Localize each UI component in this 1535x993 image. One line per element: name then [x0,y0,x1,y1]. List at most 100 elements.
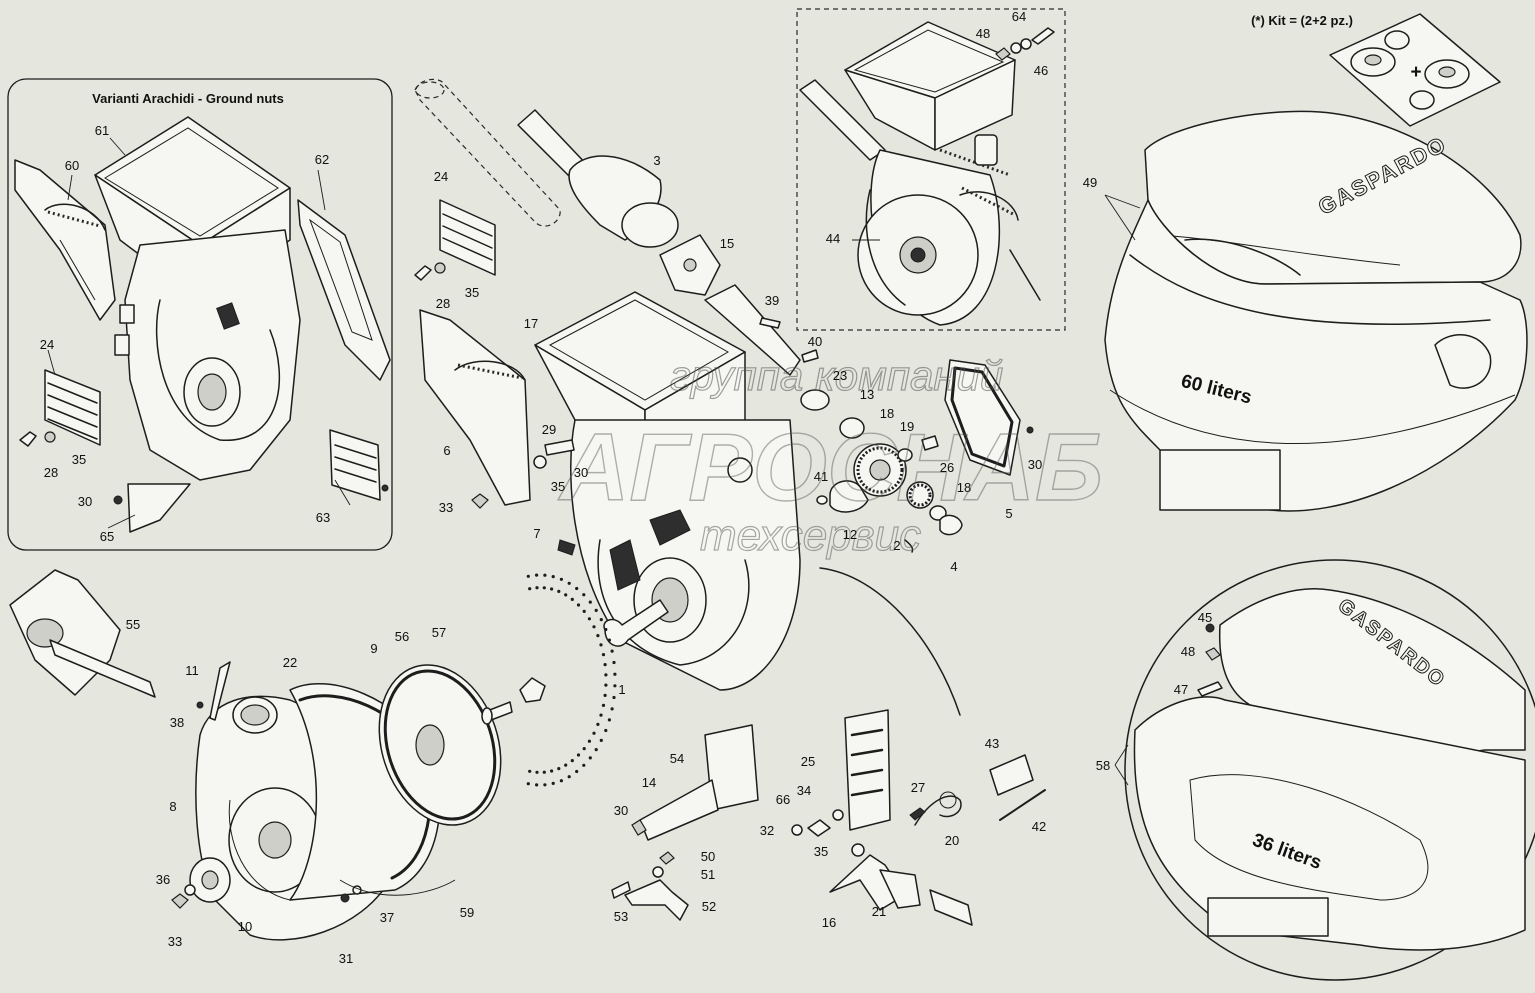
seed-hole [604,627,608,632]
washer-34 [832,809,844,821]
label-55: 55 [126,617,140,632]
seed-hole [570,597,574,602]
screw-45 [1205,623,1215,633]
seed-hole [613,684,617,688]
label-11: 11 [185,663,199,678]
seed-hole [592,731,596,735]
inset-housing [124,229,301,481]
label-45: 45 [1198,610,1212,625]
washer-18 [929,505,947,521]
watermark-line2: АГРОСНАБ [558,414,1103,521]
seed-hole [594,608,598,613]
label-47: 47 [1174,682,1188,697]
label-2: 2 [893,538,900,553]
seed-hole [582,609,586,614]
seed-hole [599,713,603,717]
seed-hole [576,603,581,607]
washer-46a [1010,42,1022,54]
seed-hole [570,759,574,763]
bolt-21 [929,889,973,926]
inset-panel-62 [297,199,391,381]
seed-hole [601,703,606,708]
label-26: 26 [940,460,954,475]
hopper-36-lid [1218,588,1526,754]
seed-hole [567,581,571,585]
screw-53 [611,881,631,899]
seed-hole [596,634,600,638]
seed-hole [567,775,571,779]
gear-small-5 [906,481,934,509]
seed-hole [528,587,532,591]
label-34: 34 [797,783,811,798]
bolt-64 [1031,27,1055,45]
seed-disc-dotted [526,573,617,787]
inset-frame [7,78,393,551]
seed-hole [535,586,539,590]
label-35-inset: 35 [72,452,86,467]
pin-11 [209,661,231,721]
ground-nuts-inset: Varianti Arachidi - Ground nuts [7,78,393,551]
seed-hole [557,767,561,771]
label-52: 52 [702,899,716,914]
label-21: 21 [872,904,886,919]
seed-hole [559,577,564,581]
label-33b: 33 [168,934,182,949]
washer-36 [184,884,196,896]
bracket-14 [639,779,719,841]
label-4: 4 [950,559,957,574]
ring-41 [816,495,828,505]
nut-50 [659,851,675,865]
inset-washer-35 [44,431,56,443]
label-14: 14 [642,775,656,790]
seed-hole [575,769,579,774]
seed-hole [603,663,607,667]
inset-title: Varianti Arachidi - Ground nuts [92,91,284,106]
label-5: 5 [1005,506,1012,521]
hopper-36-liters: GASPARDO 36 liters [1114,559,1535,981]
label-8: 8 [169,799,176,814]
seed-hole [612,695,616,700]
label-59: 59 [460,905,474,920]
dashed-coupling [414,78,561,227]
nut-32 [791,824,803,836]
shaft-extension [704,284,801,376]
kit-gear-2 [1384,30,1410,50]
pin-40 [801,349,819,363]
latch-52 [624,879,689,921]
label-19: 19 [900,419,914,434]
kit-plus: + [1410,62,1421,83]
bushing-23 [800,389,830,411]
label-58: 58 [1096,758,1110,773]
seed-hole [599,643,603,647]
bracket-59 [339,879,456,896]
kit-card [1329,13,1501,127]
label-48b: 48 [1181,644,1195,659]
seed-hole [564,593,568,597]
label-24-inset: 24 [40,337,54,352]
seed-hole [526,782,530,786]
cover-gasket [944,359,1021,476]
inset-grille-63 [329,429,389,501]
label-20: 20 [945,833,959,848]
label-46: 46 [1034,63,1048,78]
inset-grille-24 [44,369,101,446]
hopper-36-detail-circle [1124,559,1535,981]
seed-hole [551,781,555,786]
kit-gear-4 [1409,90,1435,110]
label-25: 25 [801,754,815,769]
seed-hole [607,718,612,722]
seed-hole [610,707,614,711]
label-18b: 18 [957,480,971,495]
bearing-13 [839,417,865,439]
label-36: 36 [156,872,170,887]
part-number-labels: 64 48 46 44 49 61 62 60 24 28 35 30 65 6… [40,9,1212,966]
label-6: 6 [443,443,450,458]
pin-27 [909,807,926,821]
seed-hole [550,769,554,773]
key-2 [904,539,914,553]
plate-6 [419,309,531,506]
label-65: 65 [100,529,114,544]
seed-hole [612,660,616,665]
seed-hole [564,763,568,767]
